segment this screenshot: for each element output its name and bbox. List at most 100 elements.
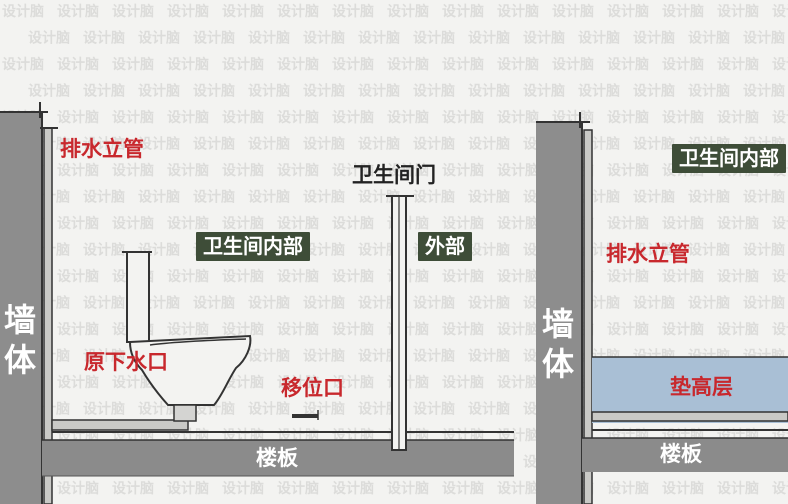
watermark-text: 设计脑 — [193, 30, 235, 47]
watermark-text: 设计脑 — [523, 30, 565, 47]
watermark-text: 设计脑 — [717, 480, 759, 497]
watermark-text: 设计脑 — [303, 30, 345, 47]
watermark-text: 设计脑 — [772, 268, 788, 285]
watermark-text: 设计脑 — [303, 189, 345, 206]
watermark-text: 设计脑 — [442, 56, 484, 73]
watermark-text: 设计脑 — [57, 321, 99, 338]
watermark-text: 设计脑 — [442, 268, 484, 285]
watermark-text: 设计脑 — [57, 3, 99, 20]
watermark-text: 设计脑 — [57, 374, 99, 391]
watermark-text: 设计脑 — [772, 3, 788, 20]
watermark-text: 设计脑 — [83, 30, 125, 47]
watermark-text: 设计脑 — [662, 56, 704, 73]
watermark-text: 设计脑 — [497, 162, 539, 179]
watermark-text: 设计脑 — [607, 321, 649, 338]
watermark-text: 设计脑 — [112, 480, 154, 497]
watermark-text: 设计脑 — [633, 242, 675, 259]
watermark-text: 设计脑 — [717, 268, 759, 285]
watermark-text: 设计脑 — [358, 83, 400, 100]
watermark-text: 设计脑 — [248, 30, 290, 47]
watermark-text: 设计脑 — [193, 295, 235, 312]
watermark-text: 设计脑 — [413, 348, 455, 365]
watermark-text: 设计脑 — [413, 189, 455, 206]
watermark-text: 设计脑 — [303, 295, 345, 312]
watermark-text: 设计脑 — [387, 480, 429, 497]
watermark-text: 设计脑 — [332, 374, 374, 391]
watermark-text: 设计脑 — [57, 162, 99, 179]
watermark-text: 设计脑 — [607, 268, 649, 285]
watermark-text: 设计脑 — [772, 56, 788, 73]
bathroom-door-label: 卫生间门 — [352, 163, 436, 187]
watermark-text: 设计脑 — [277, 3, 319, 20]
watermark-text: 设计脑 — [468, 189, 510, 206]
watermark-text: 设计脑 — [688, 295, 730, 312]
right-drain-stack-label: 排水立管 — [606, 242, 690, 266]
watermark-text: 设计脑 — [358, 401, 400, 418]
watermark-text: 设计脑 — [83, 401, 125, 418]
watermark-text: 设计脑 — [112, 56, 154, 73]
watermark-text: 设计脑 — [2, 56, 44, 73]
watermark-text: 设计脑 — [332, 56, 374, 73]
bathroom-interior-label: 卫生间内部 — [196, 232, 310, 261]
watermark-text: 设计脑 — [332, 480, 374, 497]
watermark-text: 设计脑 — [552, 3, 594, 20]
watermark-text: 设计脑 — [222, 480, 264, 497]
watermark-text: 设计脑 — [303, 348, 345, 365]
left-wall — [0, 112, 42, 504]
watermark-text: 设计脑 — [688, 83, 730, 100]
watermark-text: 设计脑 — [413, 401, 455, 418]
watermark-text: 设计脑 — [358, 136, 400, 153]
watermark-text: 设计脑 — [743, 30, 785, 47]
watermark-text: 设计脑 — [387, 162, 429, 179]
watermark-text: 设计脑 — [222, 215, 264, 232]
watermark-text: 设计脑 — [277, 109, 319, 126]
watermark-text: 设计脑 — [277, 374, 319, 391]
drain-stack-label: 排水立管 — [60, 137, 144, 161]
relocated-outlet-label: 移位口 — [281, 376, 344, 400]
watermark-text: 设计脑 — [303, 242, 345, 259]
watermark-text: 设计脑 — [387, 109, 429, 126]
watermark-text: 设计脑 — [222, 374, 264, 391]
watermark-text: 设计脑 — [743, 242, 785, 259]
watermark-text: 设计脑 — [552, 56, 594, 73]
watermark-text: 设计脑 — [497, 480, 539, 497]
toilet-bowl — [128, 334, 252, 406]
watermark-text: 设计脑 — [332, 162, 374, 179]
watermark-text: 设计脑 — [607, 3, 649, 20]
right-drain-stack-pipe — [583, 129, 593, 504]
watermark-text: 设计脑 — [688, 189, 730, 206]
watermark-text: 设计脑 — [332, 215, 374, 232]
watermark-text: 设计脑 — [193, 189, 235, 206]
watermark-text: 设计脑 — [83, 189, 125, 206]
watermark-text: 设计脑 — [413, 136, 455, 153]
watermark-text: 设计脑 — [662, 3, 704, 20]
watermark-text: 设计脑 — [358, 30, 400, 47]
watermark-text: 设计脑 — [772, 480, 788, 497]
watermark-text: 设计脑 — [358, 348, 400, 365]
raised-layer-pipe — [591, 411, 788, 422]
watermark-text: 设计脑 — [83, 295, 125, 312]
watermark-text: 设计脑 — [222, 162, 264, 179]
watermark-text: 设计脑 — [413, 83, 455, 100]
watermark-text: 设计脑 — [717, 215, 759, 232]
watermark-text: 设计脑 — [138, 189, 180, 206]
watermark-text: 设计脑 — [607, 56, 649, 73]
watermark-text: 设计脑 — [332, 268, 374, 285]
watermark-text: 设计脑 — [303, 136, 345, 153]
exterior-label: 外部 — [418, 232, 472, 261]
watermark-text: 设计脑 — [497, 374, 539, 391]
right-floor-slab — [582, 438, 788, 472]
watermark-text: 设计脑 — [662, 268, 704, 285]
watermark-text: 设计脑 — [772, 215, 788, 232]
watermark-text: 设计脑 — [358, 189, 400, 206]
watermark-text: 设计脑 — [468, 242, 510, 259]
watermark-text: 设计脑 — [332, 321, 374, 338]
watermark-text: 设计脑 — [387, 56, 429, 73]
watermark-text: 设计脑 — [413, 30, 455, 47]
watermark-text: 设计脑 — [57, 215, 99, 232]
watermark-text: 设计脑 — [57, 56, 99, 73]
watermark-text: 设计脑 — [442, 480, 484, 497]
watermark-text: 设计脑 — [743, 189, 785, 206]
left-wall-label: 墙体 — [3, 301, 36, 379]
watermark-text: 设计脑 — [578, 83, 620, 100]
